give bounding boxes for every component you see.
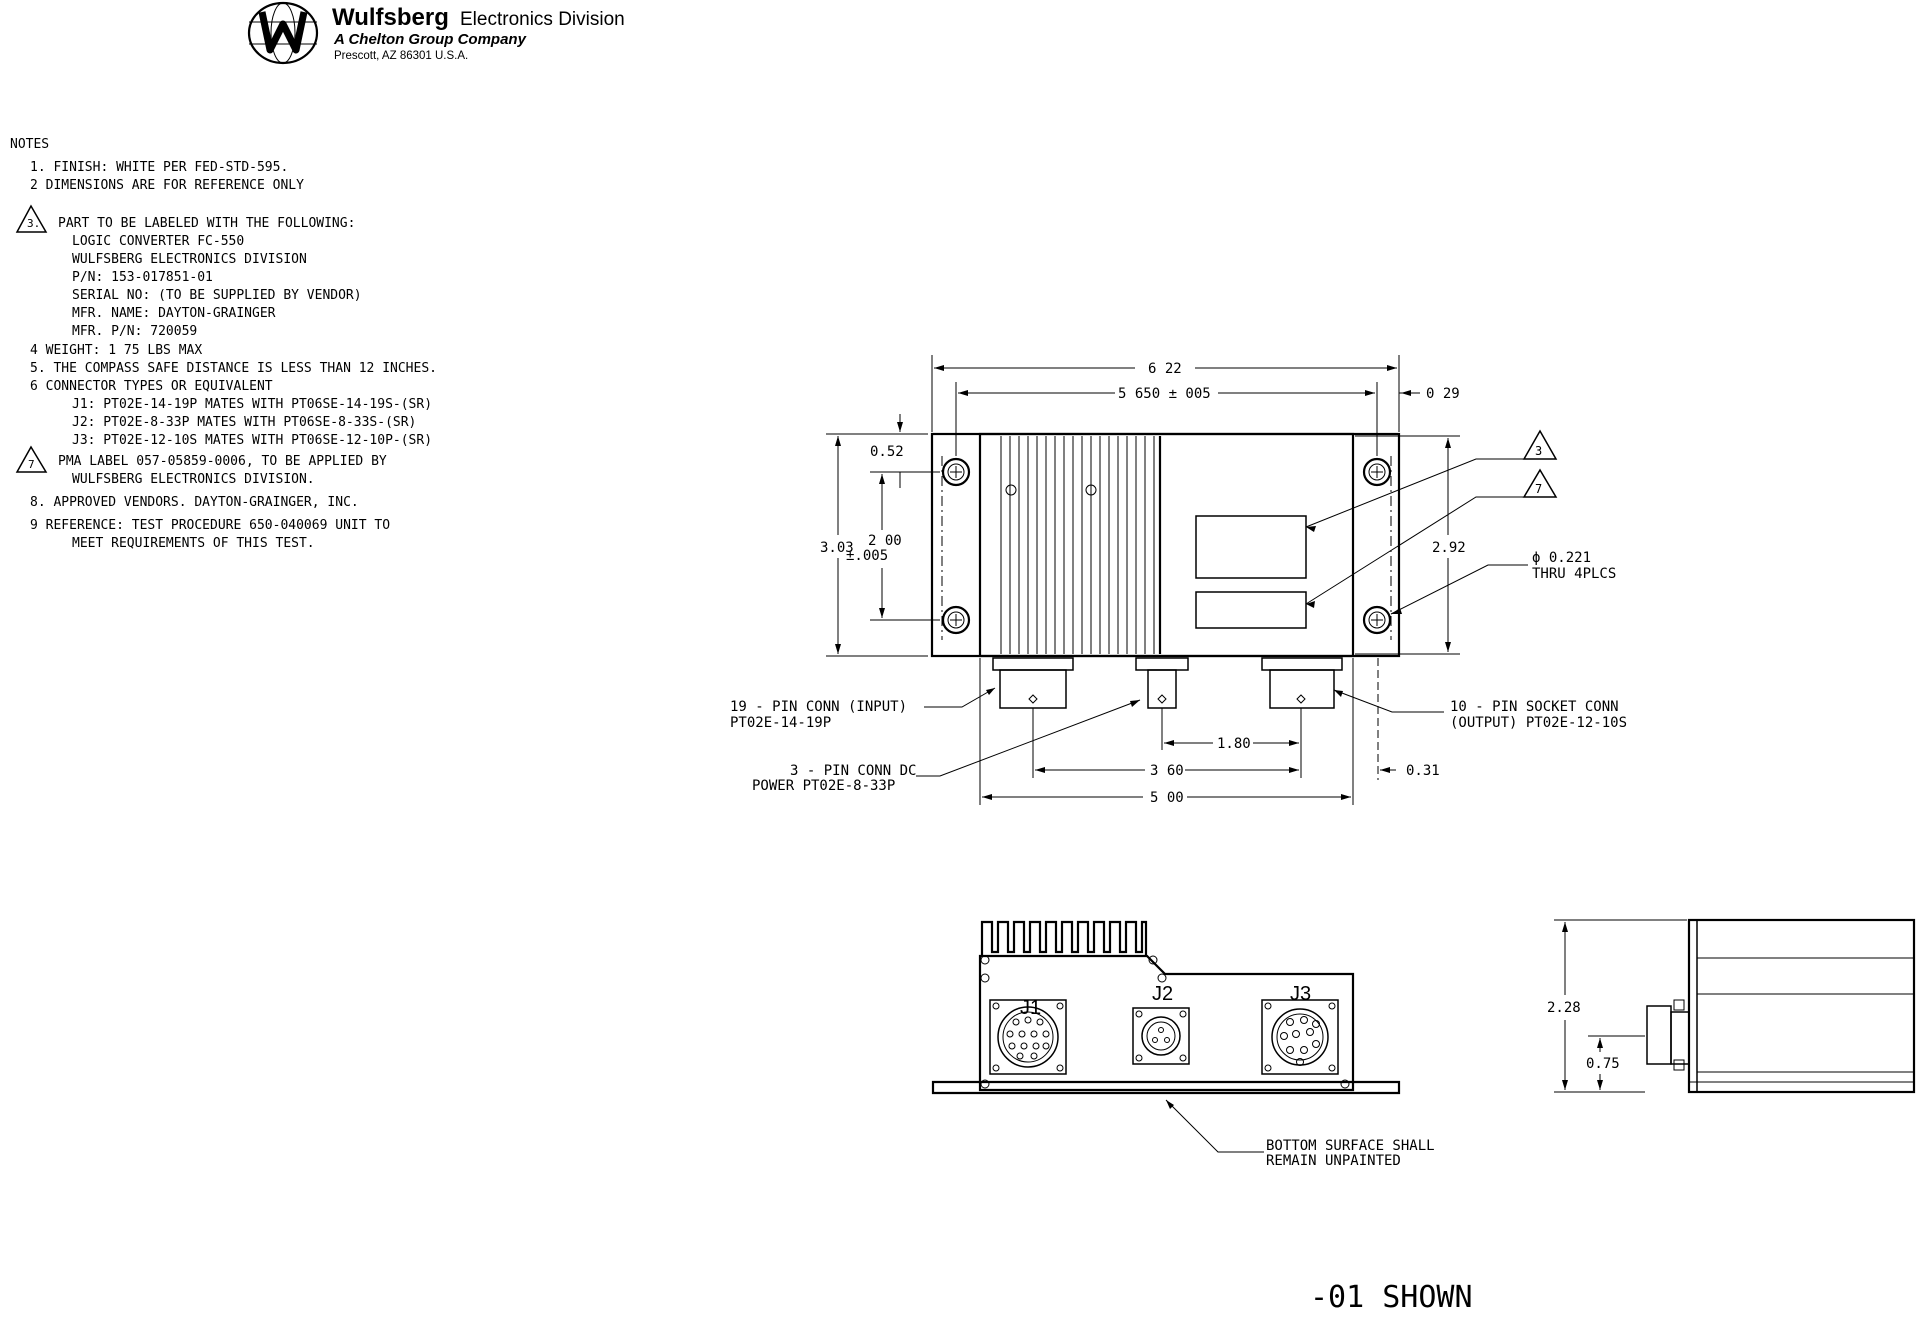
bottom-note-line-1: BOTTOM SURFACE SHALL bbox=[1266, 1138, 1435, 1154]
screw-icon bbox=[1148, 955, 1158, 965]
hole-note-thru: THRU 4PLCS bbox=[1532, 566, 1616, 582]
side-view-connector-icon bbox=[1646, 999, 1690, 1071]
screw-icon bbox=[980, 955, 990, 965]
small-screw-icon bbox=[1005, 484, 1017, 496]
connector-j3-top bbox=[1261, 657, 1343, 709]
connector-j2-front-icon bbox=[1132, 1007, 1190, 1065]
mounting-hole-icon bbox=[941, 605, 971, 635]
dim-hole-vertical: 2 00 bbox=[868, 533, 902, 549]
bottom-note-line-2: REMAIN UNPAINTED bbox=[1266, 1153, 1401, 1169]
label-area-7 bbox=[1195, 591, 1307, 629]
note-9-line-2: MEET REQUIREMENTS OF THIS TEST. bbox=[72, 536, 315, 551]
conn-j3-label-1: 10 - PIN SOCKET CONN bbox=[1450, 699, 1619, 715]
mounting-hole-icon bbox=[1362, 457, 1392, 487]
note-7: PMA LABEL 057-05859-0006, TO BE APPLIED … bbox=[58, 454, 387, 469]
front-view-base-plate bbox=[931, 1080, 1401, 1095]
heatsink-fins bbox=[1000, 436, 1162, 654]
dim-overall-height: 3.03 bbox=[820, 540, 854, 556]
shown-variant-label: -01 SHOWN bbox=[1310, 1280, 1473, 1315]
small-screw-icon bbox=[1085, 484, 1097, 496]
label-area-3 bbox=[1195, 515, 1307, 579]
dim-hole-vertical-tolerance: ±.005 bbox=[846, 548, 888, 564]
side-view-housing bbox=[1687, 918, 1916, 1094]
note-6: 6 CONNECTOR TYPES OR EQUIVALENT bbox=[30, 379, 273, 394]
company-subtitle: A Chelton Group Company bbox=[333, 31, 527, 48]
dim-top-offset: 0.52 bbox=[870, 444, 904, 460]
note-6-j2: J2: PT02E-8-33P MATES WITH PT06SE-8-33S-… bbox=[72, 415, 416, 430]
front-j2-label: J2 bbox=[1152, 983, 1173, 1005]
notes-block: NOTES 1. FINISH: WHITE PER FED-STD-595. … bbox=[10, 137, 437, 551]
screw-icon bbox=[1157, 973, 1167, 983]
connector-j2-top bbox=[1135, 657, 1189, 709]
connector-j1-top bbox=[992, 657, 1074, 709]
note-3-line-6: MFR. P/N: 720059 bbox=[72, 324, 197, 339]
conn-j1-label-1: 19 - PIN CONN (INPUT) bbox=[730, 699, 907, 715]
dim-body-height: 2.92 bbox=[1432, 540, 1466, 556]
top-view-flange-outline bbox=[930, 432, 1401, 658]
note-6-j1: J1: PT02E-14-19P MATES WITH PT06SE-14-19… bbox=[72, 397, 432, 412]
svg-text:7: 7 bbox=[1535, 482, 1542, 496]
hole-note-diameter: ϕ 0.221 bbox=[1532, 550, 1591, 566]
note-8: 8. APPROVED VENDORS. DAYTON-GRAINGER, IN… bbox=[30, 495, 359, 510]
company-name: Wulfsberg bbox=[332, 4, 449, 31]
conn-j3-label-2: (OUTPUT) PT02E-12-10S bbox=[1450, 715, 1627, 731]
notes-heading: NOTES bbox=[10, 137, 49, 152]
screw-icon bbox=[980, 1079, 990, 1089]
dim-hole-spacing: 5 650 ± 005 bbox=[1118, 386, 1211, 402]
conn-j2-label-1: 3 - PIN CONN DC bbox=[790, 763, 916, 779]
note-7-line-2: WULFSBERG ELECTRONICS DIVISION. bbox=[72, 472, 315, 487]
side-dim-connector-height: 0.75 bbox=[1586, 1056, 1620, 1072]
note-1: 1. FINISH: WHITE PER FED-STD-595. bbox=[30, 160, 288, 175]
note-4: 4 WEIGHT: 1 75 LBS MAX bbox=[30, 343, 202, 358]
note-3-line-4: SERIAL NO: (TO BE SUPPLIED BY VENDOR) bbox=[72, 288, 362, 303]
note-3-line-1: LOGIC CONVERTER FC-550 bbox=[72, 234, 244, 249]
dim-j2-j3: 1.80 bbox=[1217, 736, 1251, 752]
note-2: 2 DIMENSIONS ARE FOR REFERENCE ONLY bbox=[30, 178, 304, 193]
note-3-line-5: MFR. NAME: DAYTON-GRAINGER bbox=[72, 306, 276, 321]
dim-overall-width: 6 22 bbox=[1148, 361, 1182, 377]
top-view: 6 22 5 650 ± 005 0 29 0.52 3.03 2 00 ±.0… bbox=[730, 355, 1627, 806]
connector-j3-front-icon bbox=[1261, 999, 1339, 1075]
screw-icon bbox=[980, 973, 990, 983]
note-5: 5. THE COMPASS SAFE DISTANCE IS LESS THA… bbox=[30, 361, 437, 376]
screw-icon bbox=[1340, 1079, 1350, 1089]
wulfsberg-globe-icon bbox=[247, 1, 319, 65]
dim-right-offset: 0.31 bbox=[1406, 763, 1440, 779]
front-view: J1 J2 J3 bbox=[931, 920, 1435, 1169]
label-3-flag-icon: 3 bbox=[1522, 429, 1558, 460]
connector-j1-front-icon bbox=[989, 999, 1067, 1075]
dim-body-width: 5 00 bbox=[1150, 790, 1184, 806]
dim-j1-j3: 3 60 bbox=[1150, 763, 1184, 779]
company-address: Prescott, AZ 86301 U.S.A. bbox=[334, 50, 468, 62]
conn-j1-label-2: PT02E-14-19P bbox=[730, 715, 831, 731]
svg-text:7: 7 bbox=[28, 458, 35, 471]
heatsink-fins-front bbox=[980, 920, 1148, 956]
svg-text:3: 3 bbox=[1535, 444, 1542, 458]
side-dim-height: 2.28 bbox=[1547, 1000, 1581, 1016]
svg-text:3.: 3. bbox=[27, 217, 40, 230]
note-3-flag-icon: 3. bbox=[15, 204, 48, 233]
note-6-j3: J3: PT02E-12-10S MATES WITH PT06SE-12-10… bbox=[72, 433, 432, 448]
side-view: 2.28 0.75 bbox=[1547, 918, 1916, 1094]
note-9: 9 REFERENCE: TEST PROCEDURE 650-040069 U… bbox=[30, 518, 390, 533]
note-3-line-3: P/N: 153-017851-01 bbox=[72, 270, 213, 285]
mounting-hole-icon bbox=[941, 457, 971, 487]
front-j3-label: J3 bbox=[1290, 983, 1311, 1005]
company-logo: Wulfsberg Electronics Division A Chelton… bbox=[247, 1, 625, 65]
mounting-hole-icon bbox=[1362, 605, 1392, 635]
note-3-line-2: WULFSBERG ELECTRONICS DIVISION bbox=[72, 252, 307, 267]
company-division: Electronics Division bbox=[460, 9, 625, 30]
label-7-flag-icon: 7 bbox=[1522, 468, 1558, 498]
dim-flange-width: 0 29 bbox=[1426, 386, 1460, 402]
top-view-housing bbox=[978, 432, 1355, 658]
note-3: PART TO BE LABELED WITH THE FOLLOWING: bbox=[58, 216, 355, 231]
conn-j2-label-2: POWER PT02E-8-33P bbox=[752, 778, 895, 794]
note-7-flag-icon: 7 bbox=[15, 445, 48, 473]
